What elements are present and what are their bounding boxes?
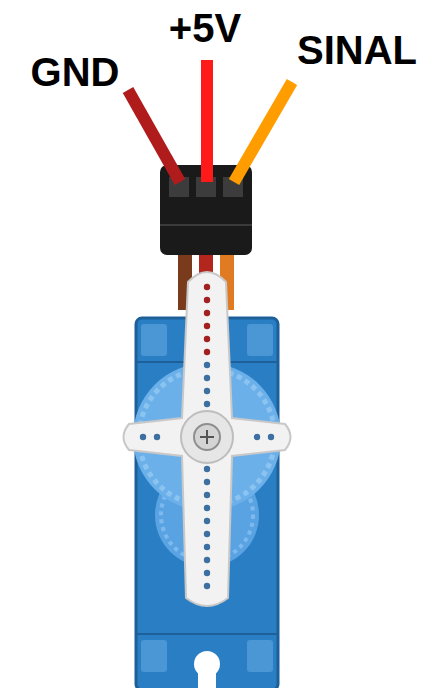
horn-hole xyxy=(204,518,210,524)
horn-hole xyxy=(204,323,210,329)
horn-hub xyxy=(181,411,233,463)
signal-wire xyxy=(234,82,292,182)
horn-hole xyxy=(204,557,210,563)
screw-slot xyxy=(200,430,214,444)
horn-hole xyxy=(154,434,160,440)
horn-hole xyxy=(204,362,210,368)
wire-label: +5V xyxy=(169,6,241,50)
mount-ear xyxy=(141,324,167,356)
mount-slot xyxy=(198,664,216,688)
horn-hole xyxy=(204,401,210,407)
horn-hole xyxy=(204,310,210,316)
horn-hole xyxy=(204,336,210,342)
horn-hole xyxy=(204,570,210,576)
horn-hole xyxy=(268,434,274,440)
hub-screw xyxy=(194,424,220,450)
mount-ear xyxy=(247,324,273,356)
horn-hole xyxy=(204,284,210,290)
case-seam xyxy=(136,633,278,635)
servo-horn xyxy=(124,272,291,606)
power-wire xyxy=(201,60,213,182)
horn-arm xyxy=(124,272,291,606)
horn-hole xyxy=(204,349,210,355)
horn-hole xyxy=(204,531,210,537)
horn-hole xyxy=(204,583,210,589)
gnd-wire xyxy=(128,90,180,182)
horn-hole xyxy=(204,388,210,394)
horn-hole xyxy=(204,466,210,472)
mount-ear xyxy=(141,640,167,672)
horn-hole xyxy=(204,297,210,303)
leader-wires xyxy=(128,60,292,182)
gear-teeth xyxy=(139,369,275,505)
wire-label: SINAL xyxy=(297,28,417,72)
housing-line xyxy=(160,224,252,226)
horn-holes xyxy=(140,284,274,589)
horn-hole xyxy=(204,479,210,485)
horn-hole xyxy=(254,434,260,440)
horn-hole xyxy=(140,434,146,440)
horn-hole xyxy=(204,505,210,511)
horn-hole xyxy=(204,492,210,498)
wire-label: GND xyxy=(31,50,120,94)
horn-hole xyxy=(204,375,210,381)
horn-hole xyxy=(204,544,210,550)
mount-ear xyxy=(247,640,273,672)
